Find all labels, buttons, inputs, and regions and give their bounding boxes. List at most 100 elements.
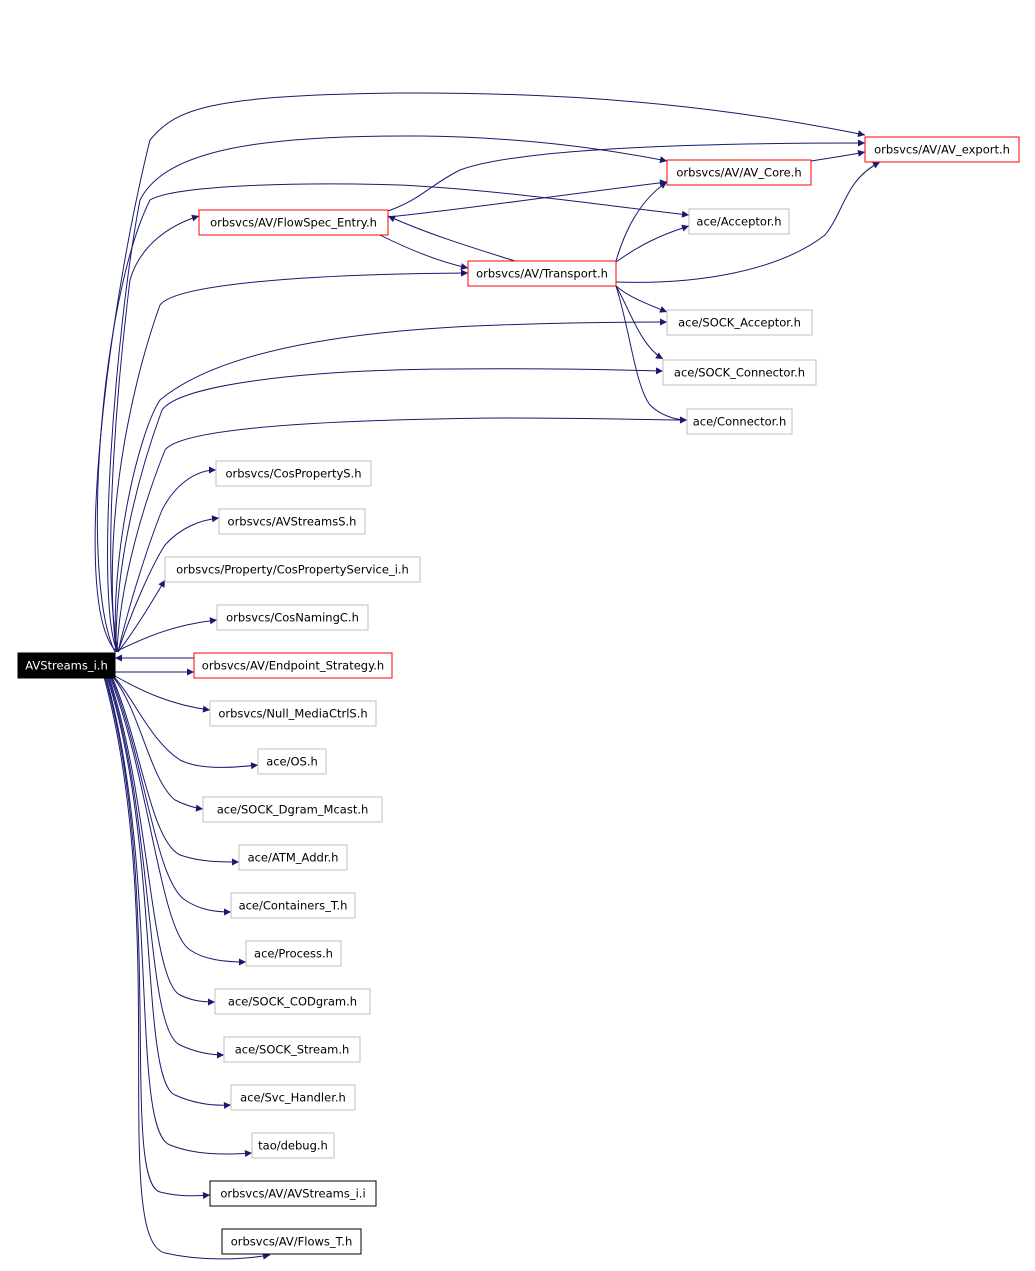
node-label: orbsvcs/Null_MediaCtrlS.h xyxy=(218,707,367,721)
edge-root-to-flows_t xyxy=(103,676,271,1260)
node-label: ace/OS.h xyxy=(266,755,318,769)
node-label: ace/Svc_Handler.h xyxy=(240,1091,346,1105)
edge-root-to-process xyxy=(109,676,247,966)
node-sock-connector[interactable]: ace/SOCK_Connector.h xyxy=(662,359,817,386)
edge-transport-to-acceptor xyxy=(615,224,690,263)
node-cosprop-i[interactable]: orbsvcs/Property/CosPropertyService_i.h xyxy=(164,556,421,583)
node-sock-acceptor[interactable]: ace/SOCK_Acceptor.h xyxy=(666,309,813,336)
node-codgram[interactable]: ace/SOCK_CODgram.h xyxy=(214,988,371,1015)
node-box xyxy=(202,796,383,823)
node-label: ace/SOCK_Acceptor.h xyxy=(678,316,801,330)
edge-root-to-svc xyxy=(106,676,232,1109)
node-box xyxy=(688,208,790,235)
edge-root-to-os xyxy=(113,676,259,770)
edge-root-to-sock_connector xyxy=(115,367,664,653)
node-box xyxy=(230,1084,356,1111)
node-root[interactable]: AVStreams_i.h xyxy=(17,652,116,679)
node-label: ace/Acceptor.h xyxy=(696,215,781,229)
node-box xyxy=(214,988,371,1015)
edge-root-to-sock_acceptor xyxy=(114,318,668,653)
node-av-export[interactable]: orbsvcs/AV/AV_export.h xyxy=(864,136,1020,163)
node-box xyxy=(245,940,342,967)
edge-root-to-cosprops xyxy=(117,466,217,653)
node-box xyxy=(666,159,812,186)
edge-root-to-avstreams_i_i xyxy=(104,676,211,1199)
node-cosprops[interactable]: orbsvcs/CosPropertyS.h xyxy=(215,460,372,487)
node-box xyxy=(686,408,793,435)
edge-transport-to-flowspec xyxy=(387,215,516,262)
node-box xyxy=(216,604,369,631)
node-av-core[interactable]: orbsvcs/AV/AV_Core.h xyxy=(666,159,812,186)
node-atm[interactable]: ace/ATM_Addr.h xyxy=(238,844,348,871)
node-label: orbsvcs/CosPropertyS.h xyxy=(225,467,361,481)
edge-root-to-atm xyxy=(111,676,240,866)
node-avstreamss[interactable]: orbsvcs/AVStreamsS.h xyxy=(218,508,366,535)
node-box xyxy=(193,652,393,679)
node-label: orbsvcs/AV/AV_Core.h xyxy=(676,166,801,180)
node-label: ace/ATM_Addr.h xyxy=(248,851,339,865)
edge-root-to-connector xyxy=(116,416,688,653)
node-os[interactable]: ace/OS.h xyxy=(257,748,327,775)
node-avstreams-i-i[interactable]: orbsvcs/AV/AVStreams_i.i xyxy=(209,1180,377,1207)
edge-root-to-nullmedia xyxy=(114,675,211,713)
node-box xyxy=(238,844,348,871)
node-box xyxy=(230,892,356,919)
node-nullmedia[interactable]: orbsvcs/Null_MediaCtrlS.h xyxy=(209,700,377,727)
edge-root-to-debug xyxy=(105,676,253,1158)
node-transport[interactable]: orbsvcs/AV/Transport.h xyxy=(467,260,617,287)
node-label: ace/SOCK_Dgram_Mcast.h xyxy=(217,803,369,817)
node-connector[interactable]: ace/Connector.h xyxy=(686,408,793,435)
node-containers[interactable]: ace/Containers_T.h xyxy=(230,892,356,919)
edge-av_core-to-av_export xyxy=(810,149,866,162)
node-box xyxy=(209,1180,377,1207)
node-endpoint[interactable]: orbsvcs/AV/Endpoint_Strategy.h xyxy=(193,652,393,679)
node-box xyxy=(864,136,1020,163)
node-box xyxy=(467,260,617,287)
node-box xyxy=(215,460,372,487)
node-box xyxy=(666,309,813,336)
edge-root-to-cosprop_i xyxy=(117,579,166,653)
edge-flowspec-to-av_core xyxy=(387,179,668,218)
edges-layer xyxy=(94,92,881,1260)
edge-root-to-avstreamss xyxy=(117,515,220,653)
node-label: ace/SOCK_Stream.h xyxy=(235,1043,350,1057)
node-label: tao/debug.h xyxy=(258,1139,328,1153)
node-flowspec[interactable]: orbsvcs/AV/FlowSpec_Entry.h xyxy=(198,209,389,236)
node-svc[interactable]: ace/Svc_Handler.h xyxy=(230,1084,356,1111)
nodes-layer: AVStreams_i.h orbsvcs/AV/AV_export.horbsv… xyxy=(17,136,1020,1255)
node-label: orbsvcs/AV/Transport.h xyxy=(476,267,608,281)
node-stream[interactable]: ace/SOCK_Stream.h xyxy=(223,1036,361,1063)
node-box xyxy=(662,359,817,386)
node-cosnamingc[interactable]: orbsvcs/CosNamingC.h xyxy=(216,604,369,631)
node-debug[interactable]: tao/debug.h xyxy=(251,1132,335,1159)
edge-flowspec-to-av_export xyxy=(387,139,866,212)
node-dgram[interactable]: ace/SOCK_Dgram_Mcast.h xyxy=(202,796,383,823)
edge-flowspec-to-transport xyxy=(379,234,469,270)
node-box xyxy=(209,700,377,727)
node-box xyxy=(198,209,389,236)
edge-transport-to-connector xyxy=(615,285,688,424)
node-process[interactable]: ace/Process.h xyxy=(245,940,342,967)
node-label: ace/SOCK_CODgram.h xyxy=(228,995,357,1009)
edge-root-to-flowspec xyxy=(110,214,200,653)
edge-root-to-transport xyxy=(111,269,469,653)
node-label: ace/Connector.h xyxy=(693,415,787,429)
node-label: orbsvcs/AVStreamsS.h xyxy=(228,515,357,529)
node-label: orbsvcs/CosNamingC.h xyxy=(226,611,359,625)
node-label: orbsvcs/AV/AV_export.h xyxy=(874,143,1010,157)
node-label: orbsvcs/AV/Endpoint_Strategy.h xyxy=(202,659,384,673)
edge-root-to-stream xyxy=(107,676,225,1059)
node-acceptor[interactable]: ace/Acceptor.h xyxy=(688,208,790,235)
edge-transport-to-sock_acceptor xyxy=(615,285,668,313)
edge-root-to-codgram xyxy=(108,676,216,1006)
node-label: orbsvcs/AV/AVStreams_i.i xyxy=(220,1187,365,1201)
node-box xyxy=(218,508,366,535)
node-box xyxy=(221,1228,362,1255)
edge-root-to-av_core xyxy=(107,135,668,652)
edge-transport-to-sock_connector xyxy=(615,285,664,360)
edge-root-to-dgram xyxy=(112,676,204,812)
edge-root-to-av_export xyxy=(94,92,866,651)
node-label: ace/Containers_T.h xyxy=(239,899,348,913)
node-flows-t[interactable]: orbsvcs/AV/Flows_T.h xyxy=(221,1228,362,1255)
